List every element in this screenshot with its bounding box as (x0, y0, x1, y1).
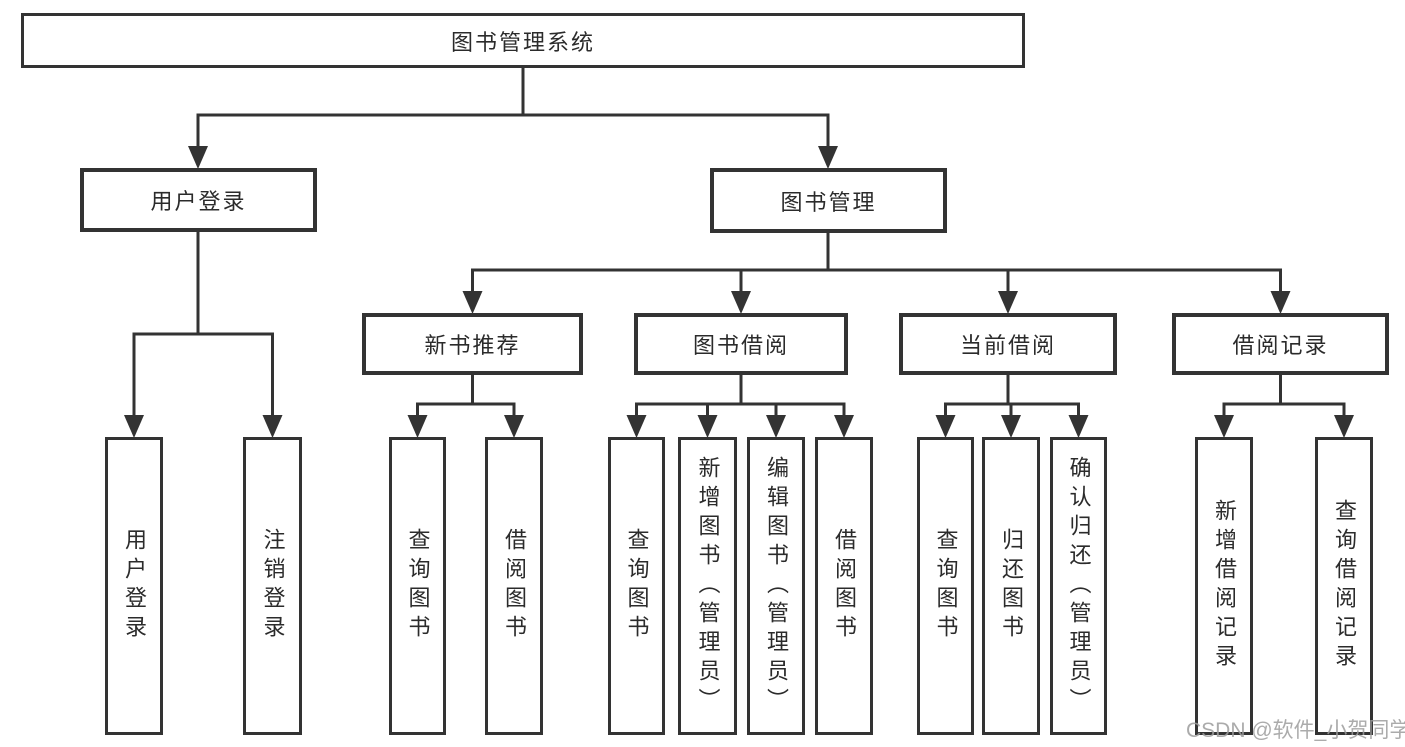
node-label: 确认归还（管理员） (1066, 455, 1092, 717)
node-label: 图书管理系统 (450, 29, 595, 55)
node-logout: 注销登录 (243, 437, 302, 735)
node-label: 新增借阅记录 (1212, 499, 1237, 673)
node-label: 归还图书 (999, 528, 1024, 644)
node-query-books-2: 查询图书 (608, 437, 665, 735)
node-borrowing-records: 借阅记录 (1172, 313, 1389, 375)
node-label: 查询借阅记录 (1332, 499, 1357, 673)
node-user-login: 用户登录 (80, 168, 317, 232)
node-label: 编辑图书（管理员） (764, 455, 789, 717)
node-label: 图书借阅 (692, 333, 789, 358)
node-library-management-system: 图书管理系统 (21, 13, 1025, 68)
node-label: 查询图书 (933, 528, 959, 644)
node-label: 图书管理 (780, 189, 877, 215)
node-book-borrowing: 图书借阅 (634, 313, 848, 375)
node-borrow-books-2: 借阅图书 (815, 437, 873, 735)
node-return-books: 归还图书 (982, 437, 1040, 735)
node-label: 查询图书 (624, 528, 650, 644)
node-label: 查询图书 (405, 528, 431, 644)
node-query-books-1: 查询图书 (389, 437, 446, 735)
node-label: 新书推荐 (424, 333, 521, 358)
node-edit-books-admin: 编辑图书（管理员） (747, 437, 805, 735)
node-label: 借阅图书 (502, 528, 527, 644)
node-user-login-leaf: 用户登录 (105, 437, 163, 735)
node-add-books-admin: 新增图书（管理员） (678, 437, 737, 735)
node-new-book-recommend: 新书推荐 (362, 313, 583, 375)
arrowheads (124, 146, 1354, 438)
node-label: 借阅图书 (832, 528, 857, 644)
node-label: 新增图书（管理员） (695, 455, 721, 717)
node-add-borrow-record: 新增借阅记录 (1195, 437, 1253, 735)
node-query-books-3: 查询图书 (917, 437, 974, 735)
node-borrow-books-1: 借阅图书 (485, 437, 543, 735)
node-current-borrowing: 当前借阅 (899, 313, 1117, 375)
node-confirm-return-admin: 确认归还（管理员） (1050, 437, 1107, 735)
csdn-watermark: CSDN @软件_小贺同学 (1186, 719, 1405, 742)
node-label: 用户登录 (150, 189, 247, 214)
node-query-borrow-record: 查询借阅记录 (1315, 437, 1373, 735)
node-label: 用户登录 (122, 528, 147, 644)
node-label: 当前借阅 (959, 333, 1056, 358)
node-book-management: 图书管理 (710, 168, 947, 233)
node-label: 注销登录 (260, 528, 286, 644)
node-label: 借阅记录 (1232, 333, 1329, 358)
